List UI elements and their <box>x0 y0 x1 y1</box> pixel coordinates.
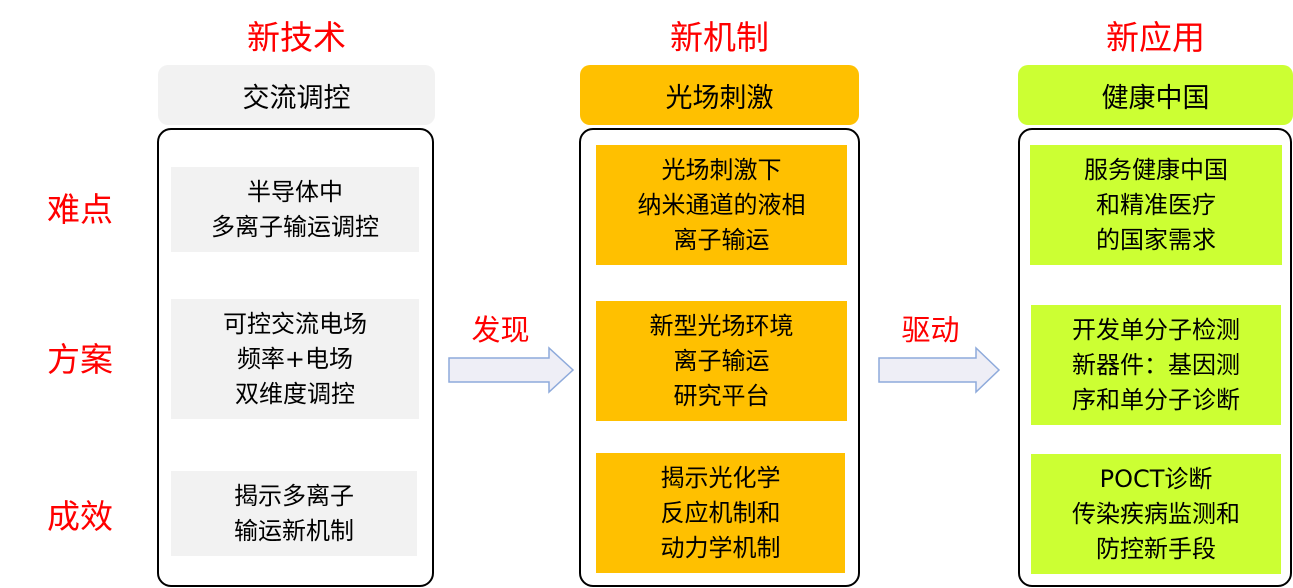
arrow-label-drive: 驱动 <box>901 313 960 347</box>
text-line: 防控新手段 <box>1096 534 1216 563</box>
text-line: 动力学机制 <box>660 533 781 562</box>
text-line: 输运新机制 <box>234 516 354 545</box>
text-line: 揭示多离子 <box>234 481 354 510</box>
text-line: 光场刺激下 <box>661 155 782 184</box>
text-line: 频率+电场 <box>236 344 354 373</box>
technology-difficulty-box: 半导体中 多离子输运调控 <box>171 167 419 252</box>
arrow-label-discover: 发现 <box>471 313 530 347</box>
text-line: 揭示光化学 <box>660 463 781 492</box>
technology-solution-box: 可控交流电场 频率+电场 双维度调控 <box>171 299 419 419</box>
text-line: 和精准医疗 <box>1096 190 1216 219</box>
text-line: 多离子输运调控 <box>211 212 379 241</box>
text-line: 可控交流电场 <box>223 309 367 338</box>
row-label-difficulty: 难点 <box>47 190 113 229</box>
right-arrow-icon <box>448 346 575 394</box>
column-header-mechanism: 光场刺激 <box>580 65 859 125</box>
mechanism-solution-box: 新型光场环境 离子输运 研究平台 <box>596 301 847 421</box>
column-header-application: 健康中国 <box>1018 65 1293 125</box>
text-line: 离子输运 <box>673 346 770 375</box>
text-line: 序和单分子诊断 <box>1072 385 1240 414</box>
text-line: 反应机制和 <box>660 498 781 527</box>
text-line: 新型光场环境 <box>649 311 794 340</box>
text-line: 半导体中 <box>247 177 343 206</box>
application-outcome-box: POCT诊断 传染疾病监测和 防控新手段 <box>1031 454 1281 574</box>
application-difficulty-box: 服务健康中国 和精准医疗 的国家需求 <box>1030 145 1282 265</box>
mechanism-outcome-box: 揭示光化学 反应机制和 动力学机制 <box>596 453 845 573</box>
text-line: 传染疾病监测和 <box>1072 499 1240 528</box>
text-line: 纳米通道的液相 <box>637 190 806 219</box>
right-arrow-icon <box>878 346 1001 394</box>
text-line: POCT诊断 <box>1099 464 1213 493</box>
text-line: 开发单分子检测 <box>1072 315 1240 344</box>
column-header-technology: 交流调控 <box>158 65 435 125</box>
text-line: 服务健康中国 <box>1084 155 1228 184</box>
column-title-technology: 新技术 <box>247 18 346 57</box>
row-label-solution: 方案 <box>47 340 113 379</box>
column-title-application: 新应用 <box>1106 18 1205 57</box>
text-line: 研究平台 <box>673 381 770 410</box>
column-title-mechanism: 新机制 <box>670 18 769 57</box>
row-label-outcome: 成效 <box>47 497 113 536</box>
text-line: 新器件：基因测 <box>1072 350 1240 379</box>
mechanism-difficulty-box: 光场刺激下 纳米通道的液相 离子输运 <box>596 145 847 265</box>
application-solution-box: 开发单分子检测 新器件：基因测 序和单分子诊断 <box>1031 305 1281 425</box>
technology-outcome-box: 揭示多离子 输运新机制 <box>171 471 417 556</box>
text-line: 双维度调控 <box>235 379 355 408</box>
text-line: 离子输运 <box>673 225 770 254</box>
text-line: 的国家需求 <box>1096 225 1216 254</box>
